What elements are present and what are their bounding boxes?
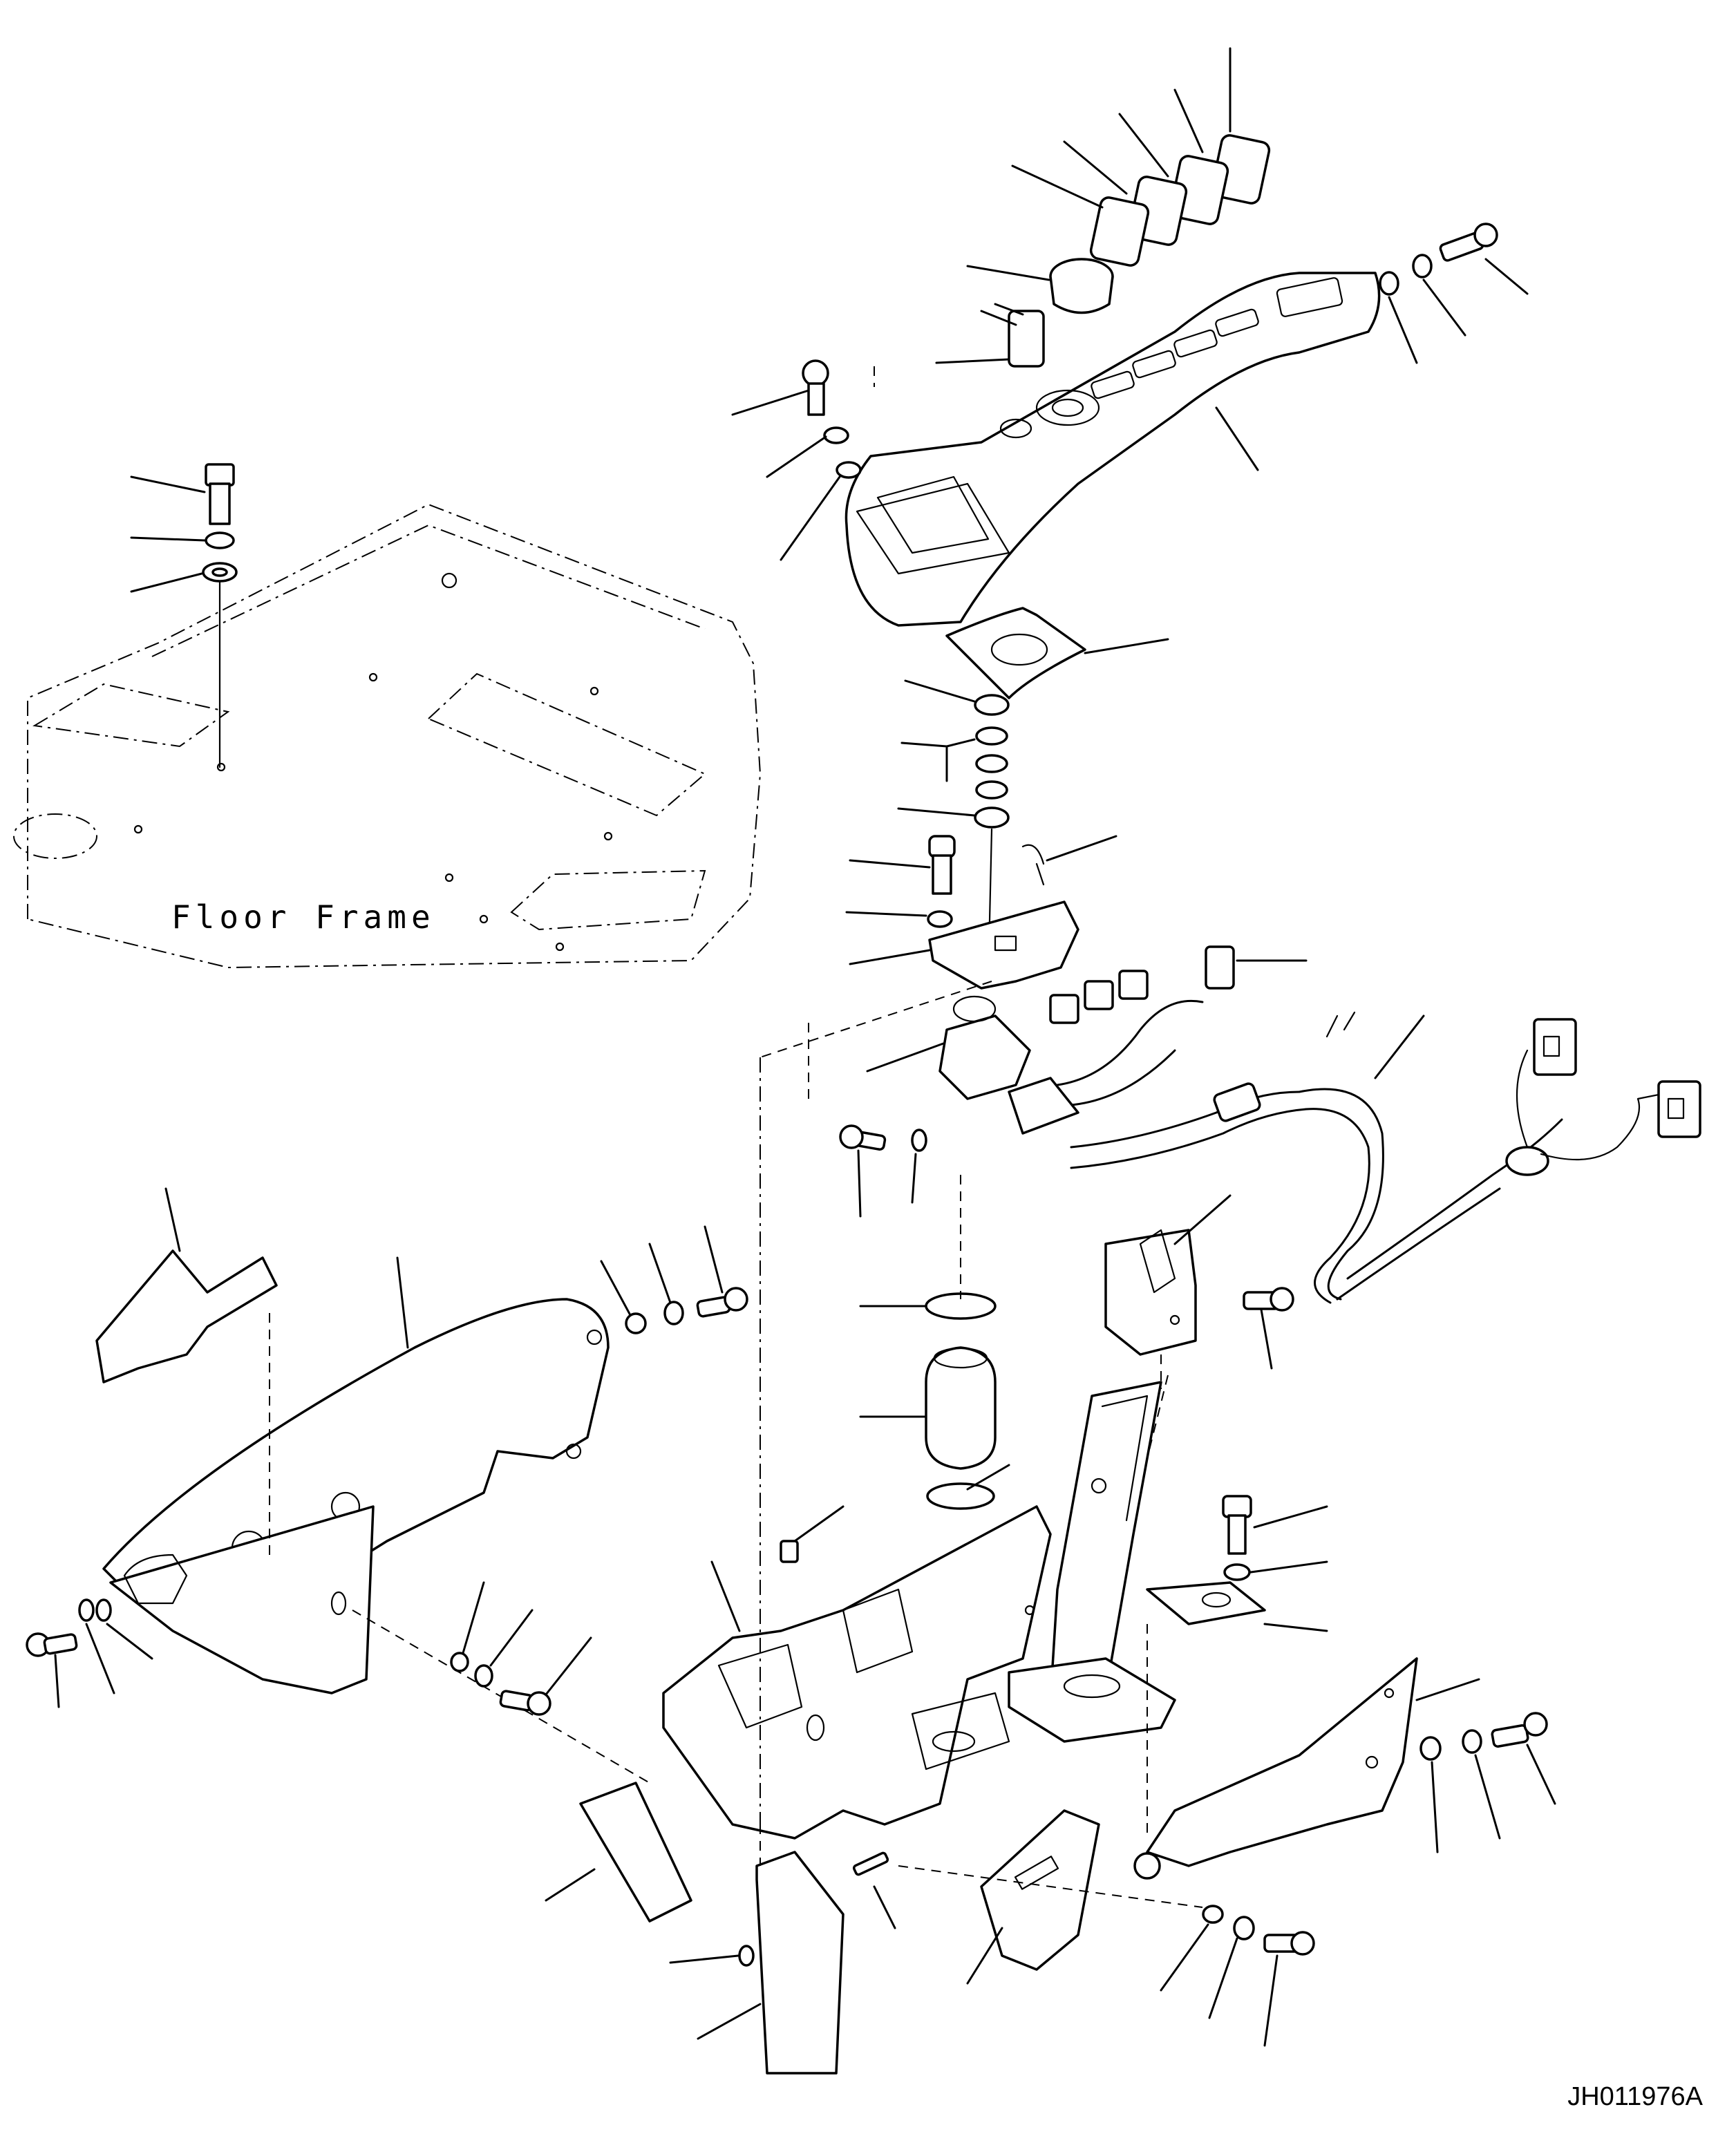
small-screw-washer	[839, 1124, 927, 1218]
pin	[852, 1851, 896, 1929]
dial-and-key-switch	[935, 258, 1114, 368]
right-bolt-stack-lower	[1160, 1905, 1315, 2047]
upper-left-bracket	[95, 1187, 278, 1384]
left-bolt-stack-mid	[450, 1581, 592, 1716]
floor-frame-label: Floor Frame	[171, 898, 435, 936]
assembly-guide-lines	[760, 981, 1203, 1908]
ignition-switch	[866, 945, 1308, 1100]
gasket-plate	[945, 607, 1169, 699]
console-bolt-stack-left	[731, 359, 875, 561]
right-side-cover	[1133, 1657, 1480, 1880]
o-ring-stack	[897, 679, 1010, 983]
floor-frame-outline	[13, 503, 762, 969]
rubber-boot-assembly	[859, 1292, 1010, 1510]
console-top-cover	[845, 272, 1381, 627]
lower-panels	[545, 1782, 845, 2075]
figure-code-label: JH011976A	[1567, 2082, 1703, 2111]
left-cover-bolt-stack-upper	[600, 1225, 748, 1334]
center-plate	[966, 1809, 1100, 1985]
mounting-bracket	[845, 835, 1117, 990]
column-cover	[1104, 1194, 1294, 1370]
base-frame	[662, 1057, 1052, 1840]
left-bolt-stack-lower	[26, 1598, 153, 1708]
console-bolt-stack-right	[1379, 223, 1529, 364]
switch-panel-group	[1011, 47, 1271, 267]
right-bolt-stack-upper	[1419, 1712, 1556, 1853]
column-bolt-stack	[1146, 1495, 1328, 1632]
wire-harness	[1008, 970, 1701, 1304]
column-frame	[1008, 1375, 1176, 1743]
floor-bolt-stack	[130, 463, 238, 768]
